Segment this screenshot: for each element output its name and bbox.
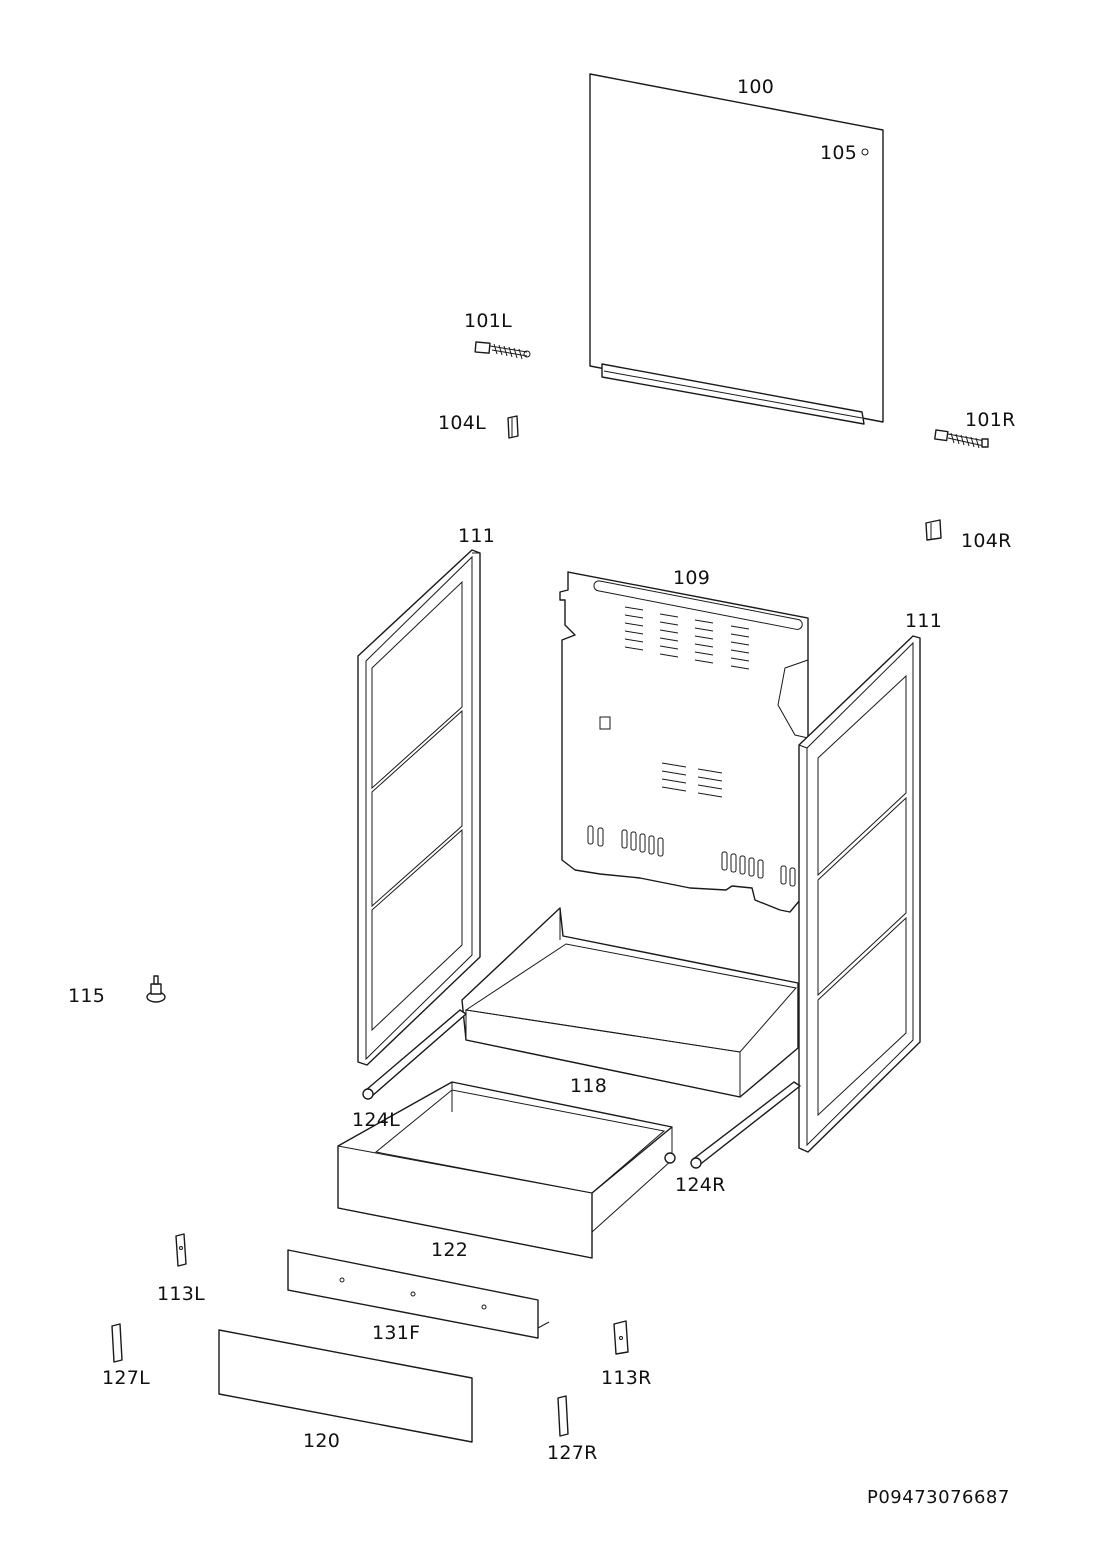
label-100: 100 (737, 76, 775, 98)
label-101L: 101L (464, 310, 513, 332)
part-101R-hinge (934, 429, 989, 449)
part-100-glass-panel (589, 73, 884, 423)
part-131F-front-frame (287, 1249, 550, 1339)
part-113L-bracket (175, 1233, 187, 1267)
part-104R-clip (925, 519, 942, 541)
part-111-left-side-panel (357, 549, 481, 1066)
label-124R: 124R (675, 1174, 726, 1196)
label-122: 122 (431, 1239, 469, 1261)
part-124L-rail (362, 1009, 467, 1100)
part-113R-bracket (613, 1320, 629, 1355)
label-104L: 104L (438, 412, 487, 434)
part-104L-clip (507, 415, 519, 439)
label-104R: 104R (961, 530, 1012, 552)
part-122-drawer (337, 1081, 676, 1259)
part-109-back-panel (559, 571, 809, 913)
part-124R-rail (690, 1081, 801, 1169)
part-100-bottom-strip (601, 363, 865, 425)
label-127L: 127L (102, 1367, 151, 1389)
label-111-right: 111 (905, 610, 943, 632)
label-113L: 113L (157, 1283, 206, 1305)
part-118-tray (461, 907, 799, 1098)
part-127L-bracket (111, 1323, 123, 1363)
drawing-code: P09473076687 (867, 1487, 1010, 1508)
part-115-foot (146, 975, 166, 1003)
label-111-left: 111 (458, 525, 496, 547)
label-101R: 101R (965, 409, 1016, 431)
label-115: 115 (68, 985, 106, 1007)
label-105: 105 (820, 142, 858, 164)
label-120: 120 (303, 1430, 341, 1452)
label-127R: 127R (547, 1442, 598, 1464)
part-101L-hinge (474, 341, 531, 360)
label-118: 118 (570, 1075, 608, 1097)
label-131F: 131F (372, 1322, 421, 1344)
label-124L: 124L (352, 1109, 401, 1131)
label-113R: 113R (601, 1367, 652, 1389)
part-127R-bracket (557, 1395, 569, 1437)
part-111-right-side-panel (798, 635, 921, 1153)
part-120-front-panel (218, 1329, 473, 1443)
label-109: 109 (673, 567, 711, 589)
